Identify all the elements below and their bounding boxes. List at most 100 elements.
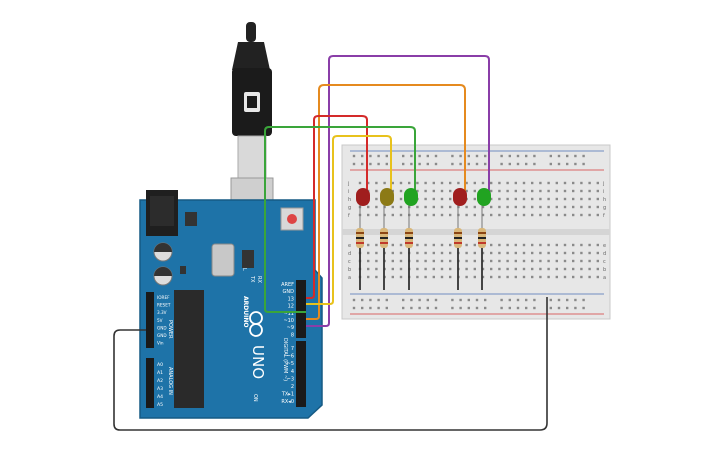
led-red-2 (453, 188, 467, 228)
breadboard-hole (522, 259, 526, 263)
breadboard-hole (547, 181, 550, 185)
analog-pin-label: A5 (157, 402, 163, 408)
breadboard-hole (514, 267, 517, 271)
breadboard-hole (539, 213, 542, 217)
wire-purple (306, 55, 490, 327)
breadboard-hole (547, 275, 550, 279)
breadboard-hole (391, 259, 394, 263)
breadboard-hole (514, 251, 517, 255)
resistor-4 (454, 228, 462, 248)
analog-pin-label: A2 (157, 378, 163, 384)
breadboard-hole (418, 306, 421, 310)
breadboard-hole (555, 275, 558, 279)
breadboard-hole (473, 243, 476, 247)
breadboard-hole (572, 243, 575, 247)
row-letter: b (603, 267, 606, 273)
breadboard-hole (473, 189, 476, 193)
breadboard-hole (563, 243, 567, 247)
wire-red (306, 115, 368, 299)
breadboard-hole (391, 243, 394, 247)
breadboard-trench (342, 229, 610, 235)
breadboard-hole (514, 259, 517, 263)
breadboard-hole (449, 181, 452, 185)
breadboard-hole (580, 189, 583, 193)
pin-label: 12 (288, 304, 294, 310)
breadboard-hole (563, 275, 567, 279)
breadboard-hole (580, 243, 583, 247)
breadboard-hole (440, 189, 444, 193)
breadboard-hole (475, 306, 479, 310)
breadboard-hole (418, 162, 421, 166)
breadboard-hole (514, 181, 517, 185)
breadboard-hole (596, 189, 599, 193)
breadboard-hole (377, 162, 380, 166)
power-pin-label: RESET (157, 303, 171, 308)
breadboard-hole (490, 189, 493, 193)
breadboard-hole (549, 154, 552, 158)
breadboard-hole (574, 306, 577, 310)
breadboard-hole (557, 162, 561, 166)
breadboard-hole (459, 298, 462, 302)
breadboard-hole (574, 154, 577, 158)
breadboard-hole (596, 181, 599, 185)
breadboard-hole (424, 251, 427, 255)
breadboard-hole (596, 197, 599, 201)
breadboard-hole (424, 213, 427, 217)
breadboard-hole (426, 298, 429, 302)
breadboard-hole (449, 205, 452, 209)
breadboard-hole (525, 162, 528, 166)
breadboard-hole (506, 189, 509, 193)
breadboard-hole (391, 267, 394, 271)
breadboard-hole (432, 275, 435, 279)
digital-header-bottom (296, 341, 306, 407)
breadboard-hole (539, 205, 542, 209)
resistor-leads (359, 248, 483, 290)
breadboard-hole (481, 213, 485, 217)
breadboard-hole (566, 298, 569, 302)
breadboard-hole (506, 197, 509, 201)
breadboard-hole (588, 243, 591, 247)
breadboard-hole (391, 189, 394, 193)
breadboard-hole (531, 251, 534, 255)
breadboard-hole (555, 259, 558, 263)
breadboard-hole (580, 259, 583, 263)
breadboard-hole (451, 298, 454, 302)
breadboard-hole (572, 259, 575, 263)
breadboard-hole (522, 275, 526, 279)
breadboard-hole (449, 259, 452, 263)
breadboard-hole (424, 243, 427, 247)
breadboard-hole (533, 162, 536, 166)
breadboard-hole (547, 205, 550, 209)
breadboard-hole (582, 162, 585, 166)
breadboard-hole (473, 197, 476, 201)
breadboard-hole (369, 154, 372, 158)
row-letter: h (348, 197, 351, 203)
breadboard-hole (377, 298, 380, 302)
led-red-1 (356, 188, 370, 228)
breadboard-hole (465, 259, 468, 263)
breadboard-hole (367, 213, 370, 217)
breadboard-hole (399, 275, 403, 279)
breadboard-hole (473, 181, 476, 185)
pin-label: ~9 (287, 325, 294, 331)
breadboard-hole (408, 181, 411, 185)
breadboard-hole (490, 251, 493, 255)
breadboard-hole (385, 298, 388, 302)
breadboard-hole (361, 306, 364, 310)
digital-section-label: DIGITAL (PWM ~) (282, 338, 288, 381)
breadboard-hole (563, 205, 567, 209)
breadboard-hole (531, 181, 534, 185)
breadboard-hole (399, 197, 403, 201)
breadboard-hole (399, 243, 403, 247)
breadboard-hole (432, 267, 435, 271)
breadboard-hole (467, 306, 470, 310)
breadboard-hole (484, 162, 487, 166)
row-letter: g (348, 205, 351, 211)
breadboard-hole (549, 298, 552, 302)
breadboard-hole (367, 267, 370, 271)
breadboard-hole (432, 189, 435, 193)
breadboard-hole (539, 189, 542, 193)
breadboard-hole (375, 275, 378, 279)
breadboard-hole (506, 205, 509, 209)
